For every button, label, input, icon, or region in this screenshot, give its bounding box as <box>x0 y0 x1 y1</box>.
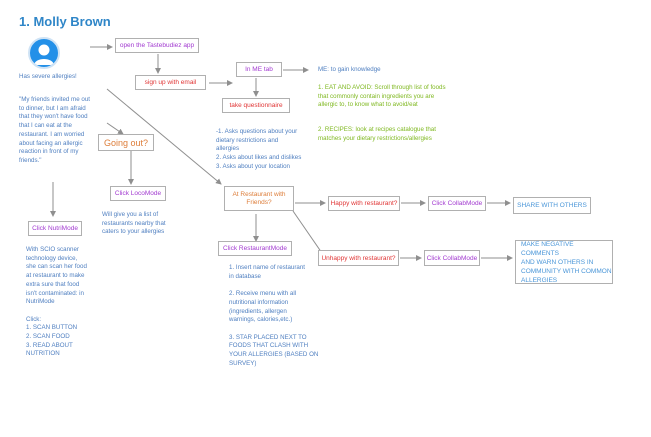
arrow-avatar-to-at-restaurant <box>106 88 222 185</box>
questionnaire-node: take questionnaire <box>222 98 290 113</box>
persona-quote: "My friends invited me out to dinner, bu… <box>19 96 109 166</box>
locomode-node: Click LocoMode <box>110 186 166 201</box>
note-line: 3. READ ABOUT <box>26 341 73 349</box>
open-app-node: open the Tastebudiez app <box>115 38 199 53</box>
note-line: warnings, calories,etc.) <box>229 316 293 324</box>
note-line: SURVEY) <box>229 359 257 367</box>
note-line: -1. Asks questions about your <box>216 128 298 135</box>
note-line: dietary restrictions and <box>216 136 279 144</box>
note-line: 1. Insert name of restaurant <box>229 264 306 271</box>
note-line: 1. SCAN BUTTON <box>26 324 78 332</box>
restaurantmode-node: Click RestaurantMode <box>218 241 292 256</box>
note-line: that commonly contain ingredients you ar… <box>318 92 435 100</box>
nutrimode-node: Click NutriMode <box>28 221 82 236</box>
happy-node: Happy with restaurant? <box>328 196 400 211</box>
quote-line: friends." <box>19 156 42 164</box>
note-line: nutritional information <box>229 298 289 306</box>
me-tab-node: In ME tab <box>236 62 282 77</box>
note-line: extra sure that food <box>26 280 80 288</box>
note-line: NutriMode <box>26 298 55 306</box>
collab-happy-node: Click CollabMode <box>428 196 486 211</box>
note-line: allergies <box>216 145 240 153</box>
note-line: in database <box>229 272 261 280</box>
note-line: 3. STAR PLACED NEXT TO <box>229 333 307 341</box>
note-line: isn't contaminated: in <box>26 289 84 297</box>
going-out-node: Going out? <box>98 134 154 151</box>
note-line: With SCIO scanner <box>26 246 79 253</box>
nutrimode-description: With SCIO scanner technology device, she… <box>26 246 87 359</box>
note-line: YOUR ALLERGIES (BASED ON <box>229 351 319 358</box>
note-line <box>26 307 87 316</box>
unhappy-node: Unhappy with restaurant? <box>318 250 399 266</box>
me-goal-note: ME: to gain knowledge <box>318 66 381 73</box>
quote-line: "My friends invited me out <box>19 96 90 103</box>
note-line: matches your dietary restrictions/allerg… <box>318 134 432 142</box>
sign-up-node: sign up with email <box>135 75 206 90</box>
note-line: 3. Asks about your location <box>216 162 290 170</box>
quote-line: that they won't have food <box>19 113 88 121</box>
negative-comments-node: MAKE NEGATIVE COMMENTS AND WARN OTHERS I… <box>515 240 613 284</box>
node-line: Friends? <box>246 198 272 206</box>
node-line: MAKE NEGATIVE COMMENTS <box>521 240 574 257</box>
user-avatar-icon <box>28 37 60 69</box>
at-restaurant-node: At Restaurant with Friends? <box>224 186 294 211</box>
node-line: ALLERGIES <box>521 276 558 284</box>
questionnaire-description: -1. Asks questions about your dietary re… <box>216 128 301 172</box>
arrow-quote-to-going-out <box>106 122 124 135</box>
note-line: Click: <box>26 315 42 323</box>
collab-unhappy-node: Click CollabMode <box>424 250 480 266</box>
note-line: 2. Receive menu with all <box>229 290 297 298</box>
note-line: at restaurant to make <box>26 272 85 280</box>
note-line: technology device, <box>26 254 78 262</box>
note-line: restaurants nearby that <box>102 219 166 227</box>
note-line <box>229 325 318 334</box>
arrow-at-restaurant-to-unhappy <box>292 210 325 257</box>
locomode-description: Will give you a list of restaurants near… <box>102 211 166 237</box>
note-line: Will give you a list of <box>102 211 159 218</box>
share-node: SHARE WITH OTHERS <box>513 197 591 214</box>
quote-line: about facing an allergic <box>19 139 83 147</box>
persona-caption: Has severe allergies! <box>19 73 77 80</box>
node-line: At Restaurant with <box>232 190 286 198</box>
note-line: allergic to, to know what to avoid/eat <box>318 101 418 109</box>
note-line: 1. EAT AND AVOID: Scroll through list of… <box>318 84 446 91</box>
quote-line: that I can eat at the <box>19 122 72 130</box>
note-line: NUTRITION <box>26 350 60 358</box>
restaurant-steps: 1. Insert name of restaurant in database… <box>229 264 318 368</box>
note-line: she can scan her food <box>26 263 87 271</box>
quote-line: reaction in front of my <box>19 148 79 156</box>
note-line: 2. Asks about likes and dislikes <box>216 154 302 162</box>
note-line: FOODS THAT CLASH WITH <box>229 342 309 350</box>
page-title: 1. Molly Brown <box>19 14 111 29</box>
recipes-note: 2. RECIPES: look at recipes catalogue th… <box>318 126 436 143</box>
node-line: AND WARN OTHERS IN <box>521 258 594 266</box>
note-line: 2. SCAN FOOD <box>26 333 70 341</box>
note-line: (ingredients, allergen <box>229 307 287 315</box>
note-line <box>229 281 318 290</box>
note-line: 2. RECIPES: look at recipes catalogue th… <box>318 126 436 133</box>
quote-line: restaurant. I am worried <box>19 130 85 138</box>
node-line: COMMUNITY WITH COMMON <box>521 267 612 275</box>
eat-avoid-note: 1. EAT AND AVOID: Scroll through list of… <box>318 84 446 110</box>
quote-line: to dinner, but I am afraid <box>19 104 86 112</box>
note-line: caters to your allergies <box>102 228 165 236</box>
